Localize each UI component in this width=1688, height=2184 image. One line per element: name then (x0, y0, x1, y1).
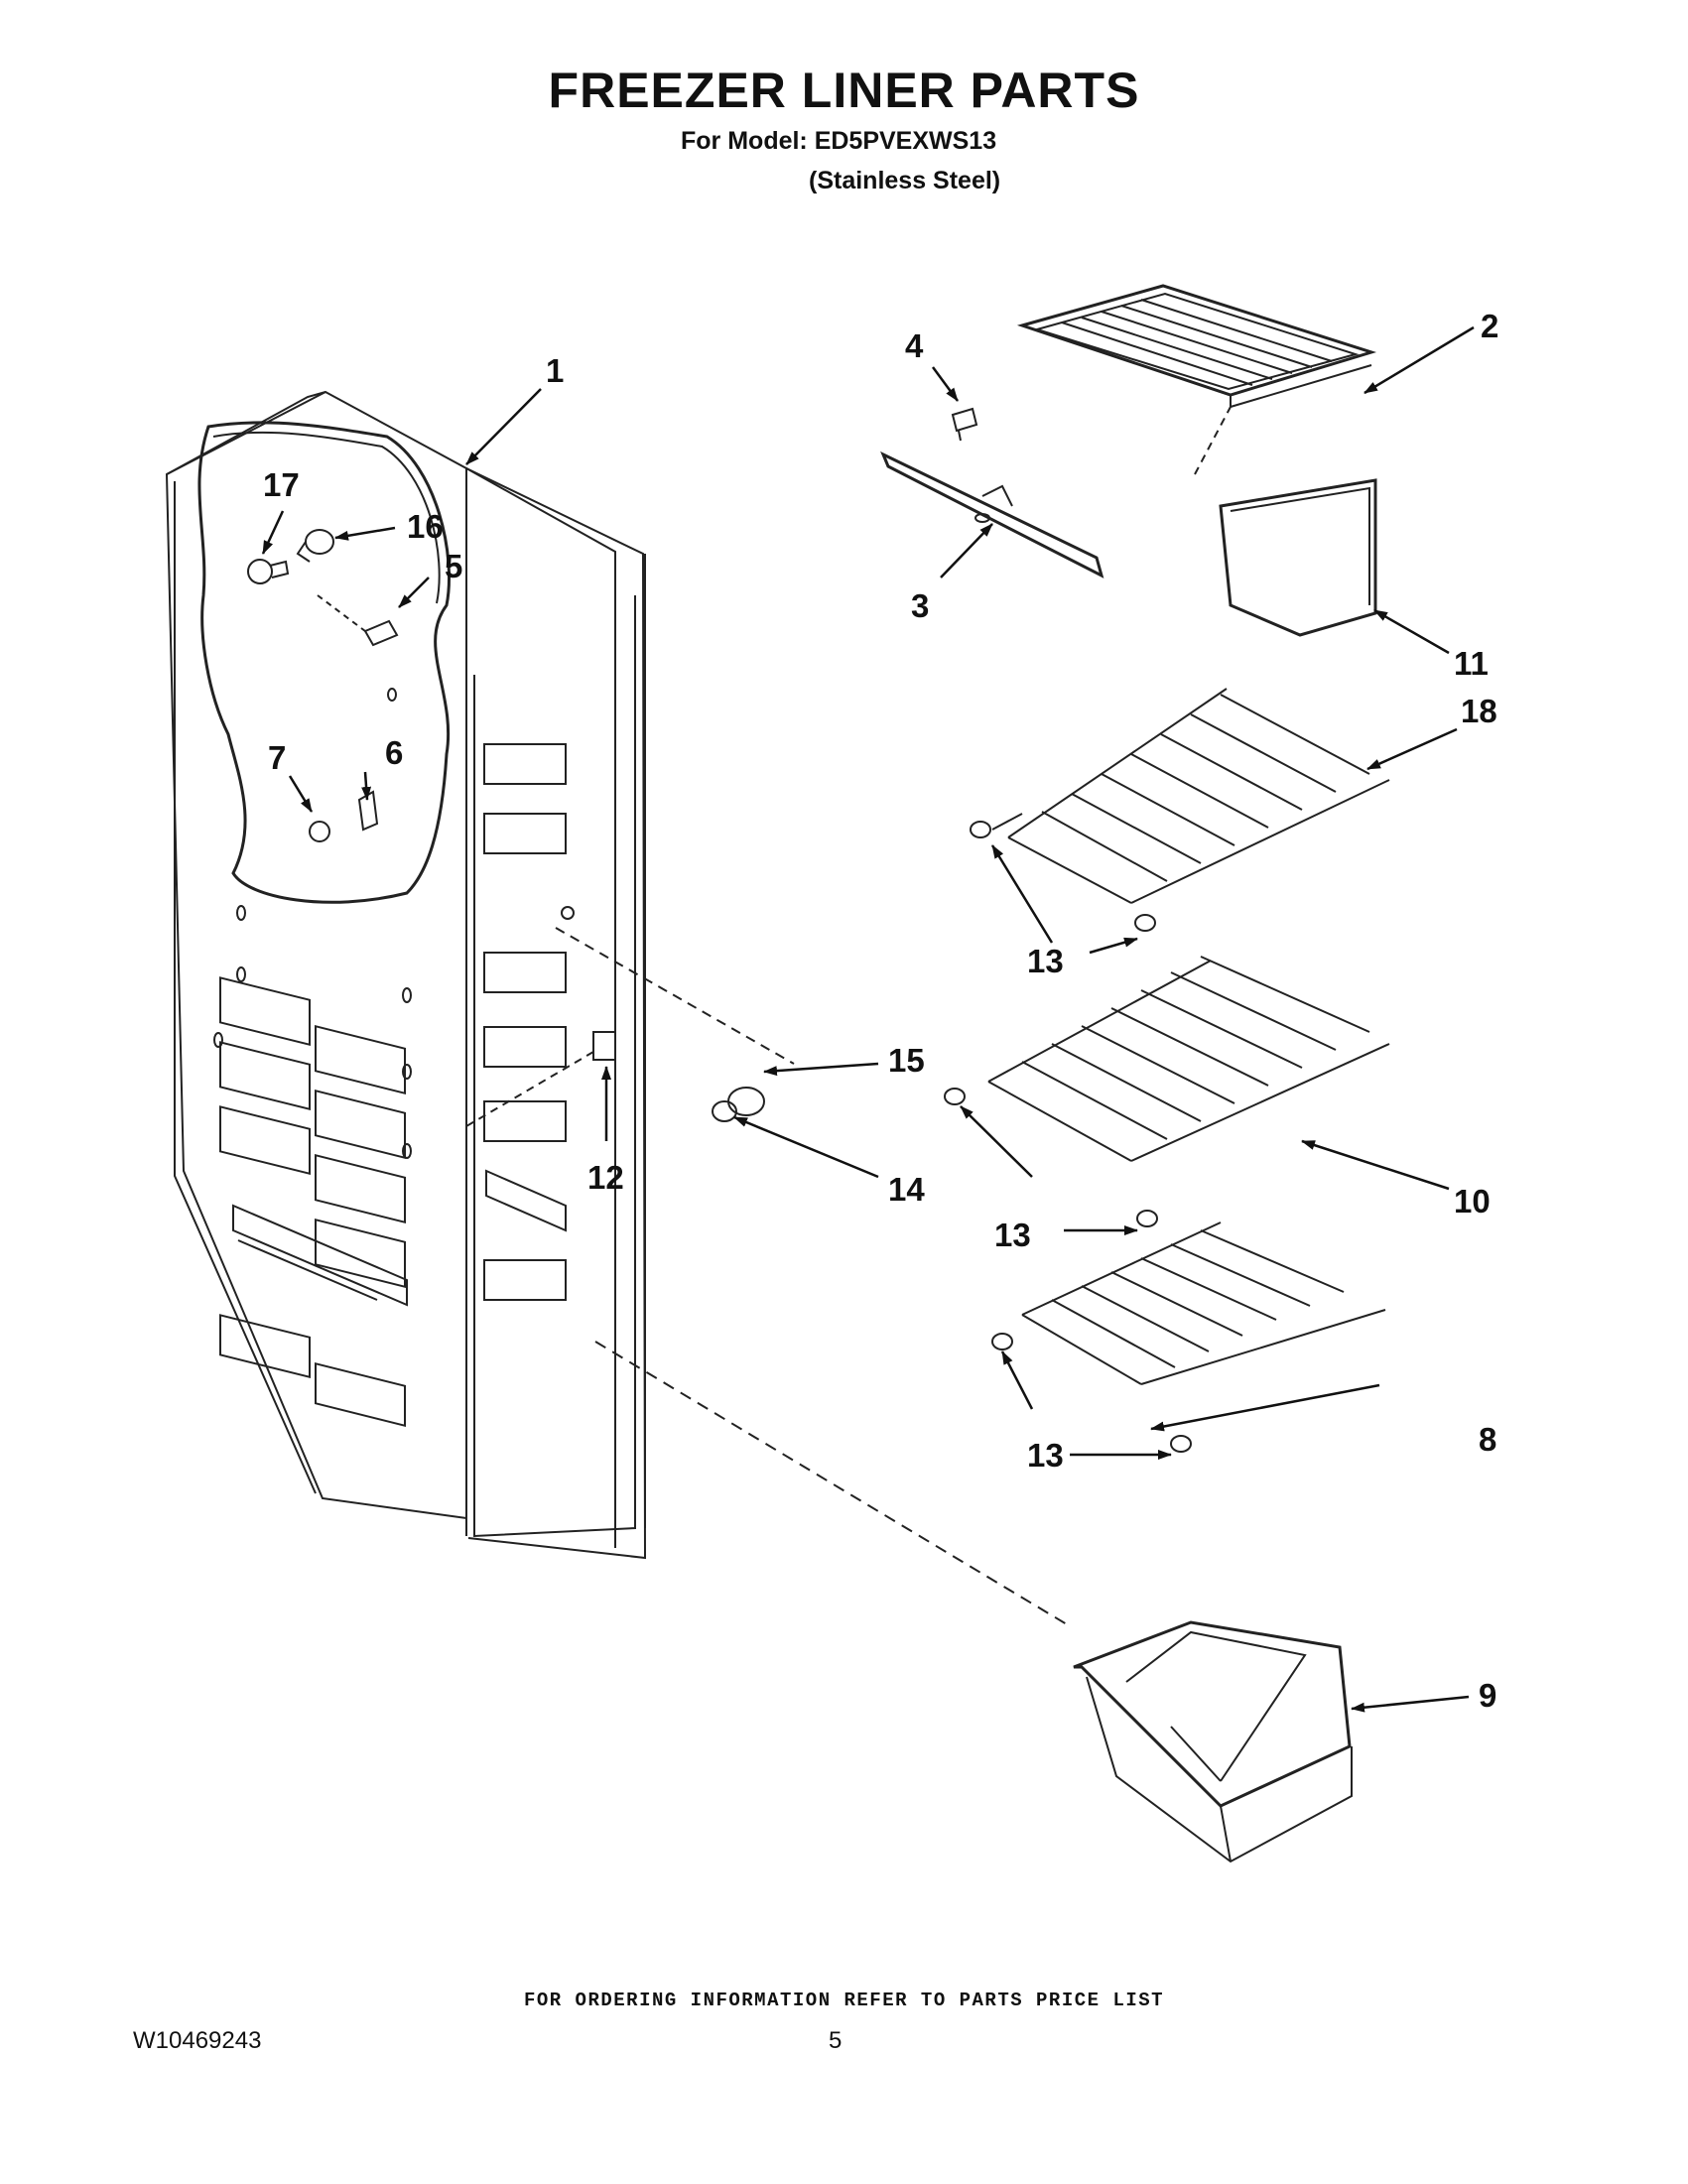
callout-16: 16 (407, 508, 444, 545)
finish-line: (Stainless Steel) (809, 167, 1001, 194)
rack-part-2 (1016, 284, 1377, 475)
screw-part-7 (309, 821, 330, 842)
wire-shelf-part-18 (970, 688, 1390, 932)
callout-13-bottom: 13 (1027, 1437, 1064, 1474)
callout-10: 10 (1454, 1183, 1491, 1220)
callout-4: 4 (905, 327, 924, 364)
wire-shelf-part-8 (991, 1221, 1386, 1453)
callout-11: 11 (1454, 645, 1489, 682)
ordering-note: FOR ORDERING INFORMATION REFER TO PARTS … (523, 1990, 1165, 2011)
callout-9: 9 (1479, 1677, 1496, 1714)
bin-part-9 (1073, 1620, 1353, 1863)
callout-13-middle: 13 (994, 1217, 1031, 1253)
sensor-part-12 (465, 1031, 616, 1127)
knob-part-14 (555, 927, 795, 1122)
callout-7: 7 (268, 739, 286, 776)
callout-15: 15 (888, 1042, 925, 1079)
wire-shelf-part-10 (944, 956, 1390, 1227)
screw-part-4 (951, 407, 978, 442)
callout-8: 8 (1479, 1421, 1496, 1458)
clip-part-5 (317, 594, 399, 647)
bracket-part-3 (880, 450, 1104, 578)
callout-2: 2 (1481, 308, 1498, 344)
document-number: W10469243 (133, 2027, 262, 2054)
light-bulb (247, 559, 290, 584)
callout-13-top: 13 (1027, 943, 1064, 979)
callout-18: 18 (1461, 693, 1497, 729)
page-number: 5 (829, 2027, 843, 2054)
callout-12: 12 (587, 1159, 624, 1196)
callout-6: 6 (385, 734, 403, 771)
light-socket (296, 529, 334, 563)
model-line: For Model: ED5PVEXWS13 (681, 127, 997, 155)
callout-17: 17 (263, 466, 300, 503)
callout-5: 5 (445, 548, 462, 584)
callout-14: 14 (888, 1171, 925, 1208)
page-title: FREEZER LINER PARTS (548, 63, 1140, 118)
callout-1: 1 (546, 352, 564, 389)
pan-part-11 (1219, 478, 1377, 637)
freezer-liner (165, 390, 647, 1560)
callout-3: 3 (911, 587, 929, 624)
